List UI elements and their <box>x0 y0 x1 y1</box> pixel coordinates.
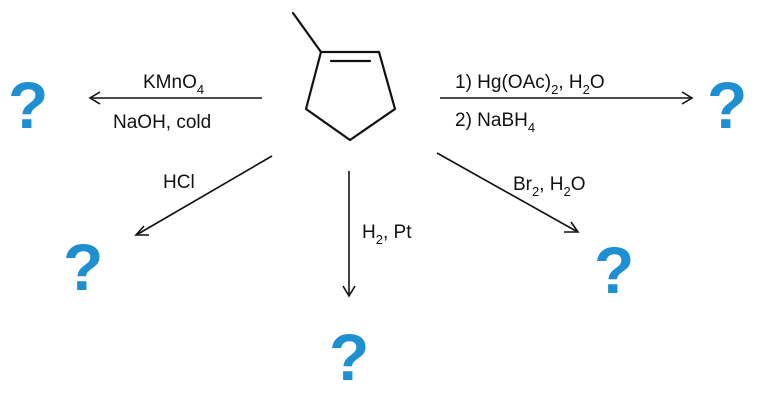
product-right-unknown: ? <box>707 68 747 142</box>
arrow-down-right <box>436 152 577 232</box>
hydrogenation-reagent: H2, Pt <box>362 222 412 247</box>
product-bromohydrin-unknown: ? <box>594 233 634 307</box>
product-left-unknown: ? <box>8 68 48 142</box>
methyl-bond <box>291 11 323 54</box>
product-hydrogenation-unknown: ? <box>329 320 369 392</box>
product-hcl-unknown: ? <box>63 230 103 304</box>
reactant-molecule <box>291 11 397 142</box>
hcl-reagent: HCl <box>163 172 195 193</box>
kmno4-text: KMnO <box>143 72 197 93</box>
reaction-arrows <box>88 91 694 298</box>
oxymercuration-step2: 2) NaBH4 <box>455 110 535 135</box>
kmno4-reagent: KMnO4 <box>143 72 204 97</box>
naoh-cold-condition: NaOH, cold <box>113 112 211 133</box>
kmno4-subscript: 4 <box>197 82 204 97</box>
bromohydrin-reagent: Br2, H2O <box>513 174 586 199</box>
oxymercuration-step1: 1) Hg(OAc)2, H2O <box>455 72 605 97</box>
arrow-down-left <box>137 155 273 235</box>
ring-bonds <box>304 50 397 142</box>
